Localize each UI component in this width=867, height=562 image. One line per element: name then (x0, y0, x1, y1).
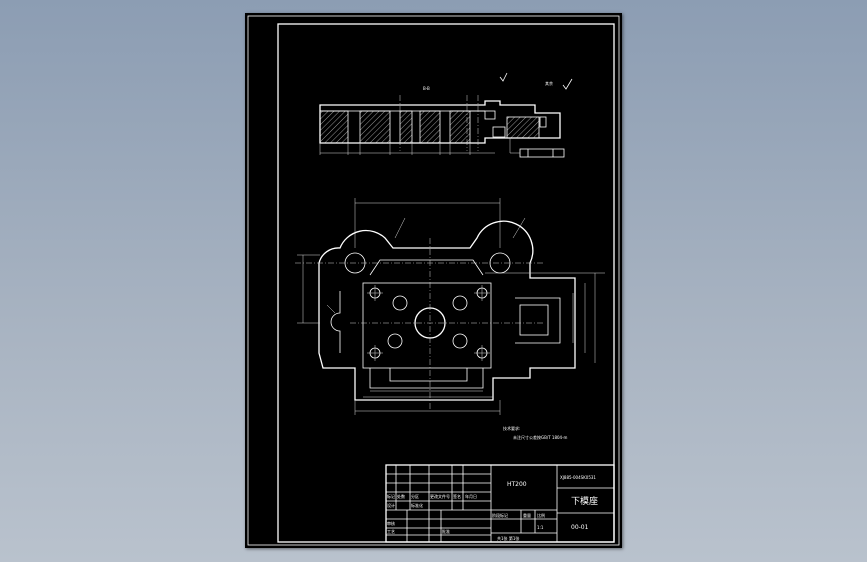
title-role-cell: 比例 (537, 512, 545, 518)
hole (387, 333, 403, 349)
title-role-cell: 设计 (387, 502, 395, 508)
title-role-cell: 标准化 (411, 502, 423, 508)
title-header-cell: 签名 (453, 493, 461, 499)
roughness-symbol (562, 78, 573, 90)
drawing-number: 00-01 (571, 524, 589, 531)
inner-cavity (362, 282, 492, 369)
title-review-cell: 审核 (387, 520, 395, 526)
title-role-cell: 阶段标记 (492, 512, 508, 518)
title-header-cell: 标记 (387, 493, 395, 499)
roughness-symbol-top (499, 72, 508, 82)
hatch-region (399, 110, 413, 144)
tech-req-title: 技术要求: (503, 425, 520, 431)
hatch-region (319, 110, 349, 144)
title-review-cell: 批准 (442, 528, 450, 534)
scale: 1:1 (537, 525, 544, 530)
part-name: 下模座 (571, 495, 598, 507)
tech-req-line1: 未注尺寸公差按GB/T 1804-m (513, 434, 568, 440)
title-header-cell: 处数 (397, 493, 405, 499)
hatch-region (506, 116, 540, 139)
title-header-cell: 年月日 (465, 493, 477, 499)
title-header-cell: 分区 (411, 493, 419, 499)
sheet-info: 共1张 第1张 (497, 535, 519, 541)
hatch-region (359, 110, 391, 144)
hole (392, 295, 408, 311)
hole (452, 333, 468, 349)
section-label: B-B (423, 86, 430, 91)
right-slot (515, 297, 561, 344)
title-role-cell: 重量 (523, 512, 531, 518)
material: HT200 (507, 481, 527, 488)
drawing-sheet: B-B 其余 (245, 13, 622, 548)
hatch-region (449, 110, 471, 144)
section-outline (319, 100, 561, 144)
title-review-cell: 工艺 (387, 529, 395, 534)
roughness-note: 其余 (545, 80, 553, 86)
title-header-cell: 更改文件号 (430, 493, 450, 499)
title-block: 标记 处数 分区 更改文件号 签名 年月日 设计 标准化 阶段标记 重量 比例 … (385, 464, 615, 543)
school-code: XJ885-004SK0531 (560, 475, 596, 480)
hole (452, 295, 468, 311)
tech-requirements: 技术要求: 未注尺寸公差按GB/T 1804-m (503, 425, 568, 440)
tolerance-frame (519, 148, 565, 158)
section-view: B-B 其余 (319, 72, 573, 158)
plan-view (295, 198, 605, 415)
base-outline (318, 220, 576, 401)
hatch-region (419, 110, 441, 144)
cad-drawing: B-B 其余 (247, 15, 620, 546)
outer-frame (247, 15, 620, 546)
